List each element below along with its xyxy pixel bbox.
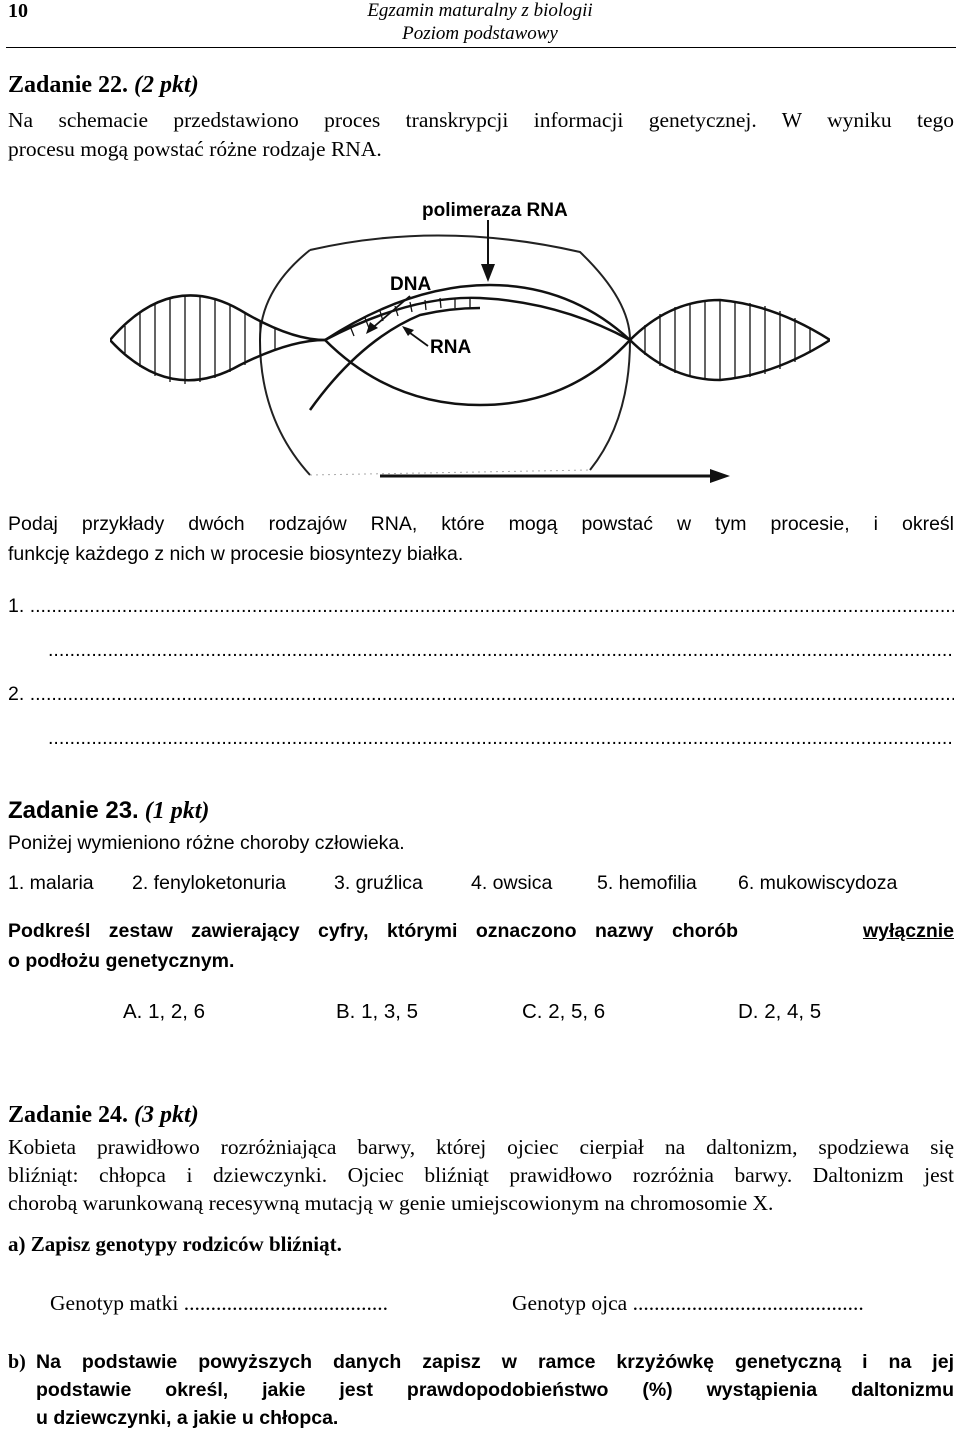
header-rule	[6, 47, 956, 48]
answer-2-label: 2.	[8, 683, 25, 705]
disease-2: 2. fenyloketonuria	[132, 872, 286, 894]
direction-arrow-head	[710, 469, 730, 483]
header-exam-level: Poziom podstawowy	[402, 23, 558, 44]
answer-line-2b[interactable]: ........................................…	[48, 727, 954, 750]
task23-instruction-line1: Podkreśl zestaw zawierający cyfry, który…	[8, 917, 954, 945]
option-d[interactable]: D. 2, 4, 5	[738, 1000, 822, 1023]
task23-instruction-text: Podkreśl zestaw zawierający cyfry, który…	[8, 920, 739, 942]
answer-2b-dots: ........................................…	[48, 727, 954, 749]
answer-1-label: 1.	[8, 595, 25, 617]
disease-5: 5. hemofilia	[597, 872, 697, 894]
task24-part-a: a) Zapisz genotypy rodziców bliźniąt.	[8, 1232, 342, 1256]
label-polymerase: polimeraza RNA	[422, 200, 568, 221]
task22-title: Zadanie 22. (2 pkt)	[8, 72, 199, 99]
disease-3: 3. gruźlica	[334, 872, 423, 894]
bubble-outline-bottom	[309, 469, 591, 476]
answer-1-dots: ........................................…	[29, 595, 954, 617]
task23-instruction-line2: o podłożu genetycznym.	[8, 950, 235, 972]
disease-1: 1. malaria	[8, 872, 94, 894]
answer-1b-dots: ........................................…	[48, 639, 954, 661]
transcription-diagram: polimeraza RNA DNA RNA	[110, 200, 830, 483]
task24-intro-line2: bliźniąt: chłopca i dziewczynki. Ojciec …	[8, 1163, 954, 1187]
genotype-mother-field[interactable]: Genotyp matki ..........................…	[50, 1291, 389, 1315]
dna-open-strand-top	[324, 283, 631, 342]
disease-6: 6. mukowiscydoza	[738, 872, 898, 894]
dna-right-rungs	[644, 300, 811, 380]
bubble-outline-left	[258, 249, 311, 476]
task24-part-b-line2: podstawie określ, jakie jest prawdopodob…	[36, 1379, 954, 1401]
task22-intro-line2: procesu mogą powstać różne rodzaje RNA.	[8, 137, 382, 161]
rna-label-arrowhead	[402, 326, 414, 336]
task24-intro-line3: chorobą warunkowaną recesywną mutacją w …	[8, 1191, 774, 1215]
task24-title-text: Zadanie 24.	[8, 1102, 129, 1128]
answer-line-1a[interactable]: 1. .....................................…	[8, 595, 954, 618]
task23-points: (1 pkt)	[144, 798, 210, 824]
task22-question-line1: Podaj przykłady dwóch rodzajów RNA, któr…	[8, 513, 954, 535]
task23-intro: Poniżej wymieniono różne choroby człowie…	[8, 832, 405, 854]
task22-points: (2 pkt)	[134, 72, 199, 98]
dna-open-strand-bottom	[324, 339, 631, 407]
disease-4: 4. owsica	[471, 872, 553, 894]
dna-left-strand-bottom	[110, 338, 326, 382]
label-dna: DNA	[390, 274, 431, 295]
dna-label-arrow	[369, 295, 411, 331]
task24-part-b-label: b)	[8, 1351, 26, 1373]
label-rna: RNA	[430, 337, 471, 358]
rna-strand	[308, 306, 481, 411]
option-b[interactable]: B. 1, 3, 5	[336, 1000, 419, 1023]
task24-part-b-line1: Na podstawie powyższych danych zapisz w …	[36, 1351, 954, 1373]
task24-intro-line1: Kobieta prawidłowo rozróżniająca barwy, …	[8, 1135, 954, 1159]
task23-title-text: Zadanie 23.	[8, 797, 139, 824]
dna-left-strand-top	[110, 294, 326, 342]
option-a[interactable]: A. 1, 2, 6	[123, 1000, 206, 1023]
dna-label-arrowhead	[366, 322, 378, 334]
bubble-outline-right	[309, 234, 632, 471]
answer-2-dots: ........................................…	[29, 683, 954, 705]
answer-line-1b[interactable]: ........................................…	[48, 639, 954, 662]
task24-part-b-line3: u dziewczynki, a jakie u chłopca.	[36, 1407, 339, 1429]
answer-line-2a[interactable]: 2. .....................................…	[8, 683, 954, 706]
task22-intro-line1: Na schemacie przedstawiono proces transk…	[8, 108, 954, 132]
polymerase-arrow-head	[481, 264, 495, 282]
task22-question-line2: funkcję każdego z nich w procesie biosyn…	[8, 543, 464, 565]
task24-points: (3 pkt)	[134, 1102, 199, 1128]
genotype-father-field[interactable]: Genotyp ojca ...........................…	[512, 1291, 864, 1315]
task24-title: Zadanie 24. (3 pkt)	[8, 1102, 199, 1129]
header-exam-title: Egzamin maturalny z biologii	[367, 0, 593, 21]
dna-left-rungs	[124, 295, 276, 384]
task22-title-text: Zadanie 22.	[8, 72, 129, 98]
option-c[interactable]: C. 2, 5, 6	[522, 1000, 606, 1023]
task23-title: Zadanie 23. (1 pkt)	[8, 797, 209, 825]
task23-instruction-underlined: wyłącznie	[862, 920, 954, 942]
page-number: 10	[8, 0, 28, 22]
dna-template-strand	[324, 296, 631, 342]
